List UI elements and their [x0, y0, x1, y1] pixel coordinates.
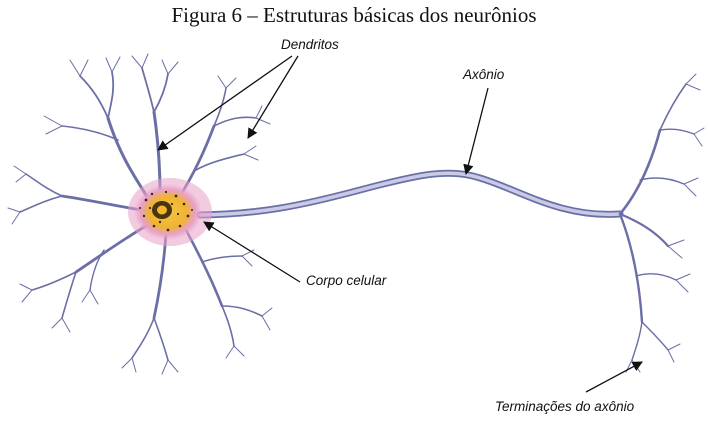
- axon-terminals: [620, 74, 704, 372]
- axon: [200, 173, 620, 215]
- label-axon-terminals: Terminações do axônio: [495, 399, 634, 414]
- arrow-dendrites-2: [248, 56, 298, 138]
- label-arrows: [158, 56, 642, 392]
- arrow-cell-body: [204, 222, 300, 282]
- arrow-axon: [466, 88, 488, 174]
- cell-body: [128, 178, 212, 246]
- arrow-axon-terminals: [586, 362, 642, 392]
- arrow-dendrites-1: [158, 56, 292, 150]
- label-dendrites: Dendritos: [281, 37, 339, 52]
- label-axon: Axônio: [463, 67, 504, 82]
- label-cell-body: Corpo celular: [306, 273, 386, 288]
